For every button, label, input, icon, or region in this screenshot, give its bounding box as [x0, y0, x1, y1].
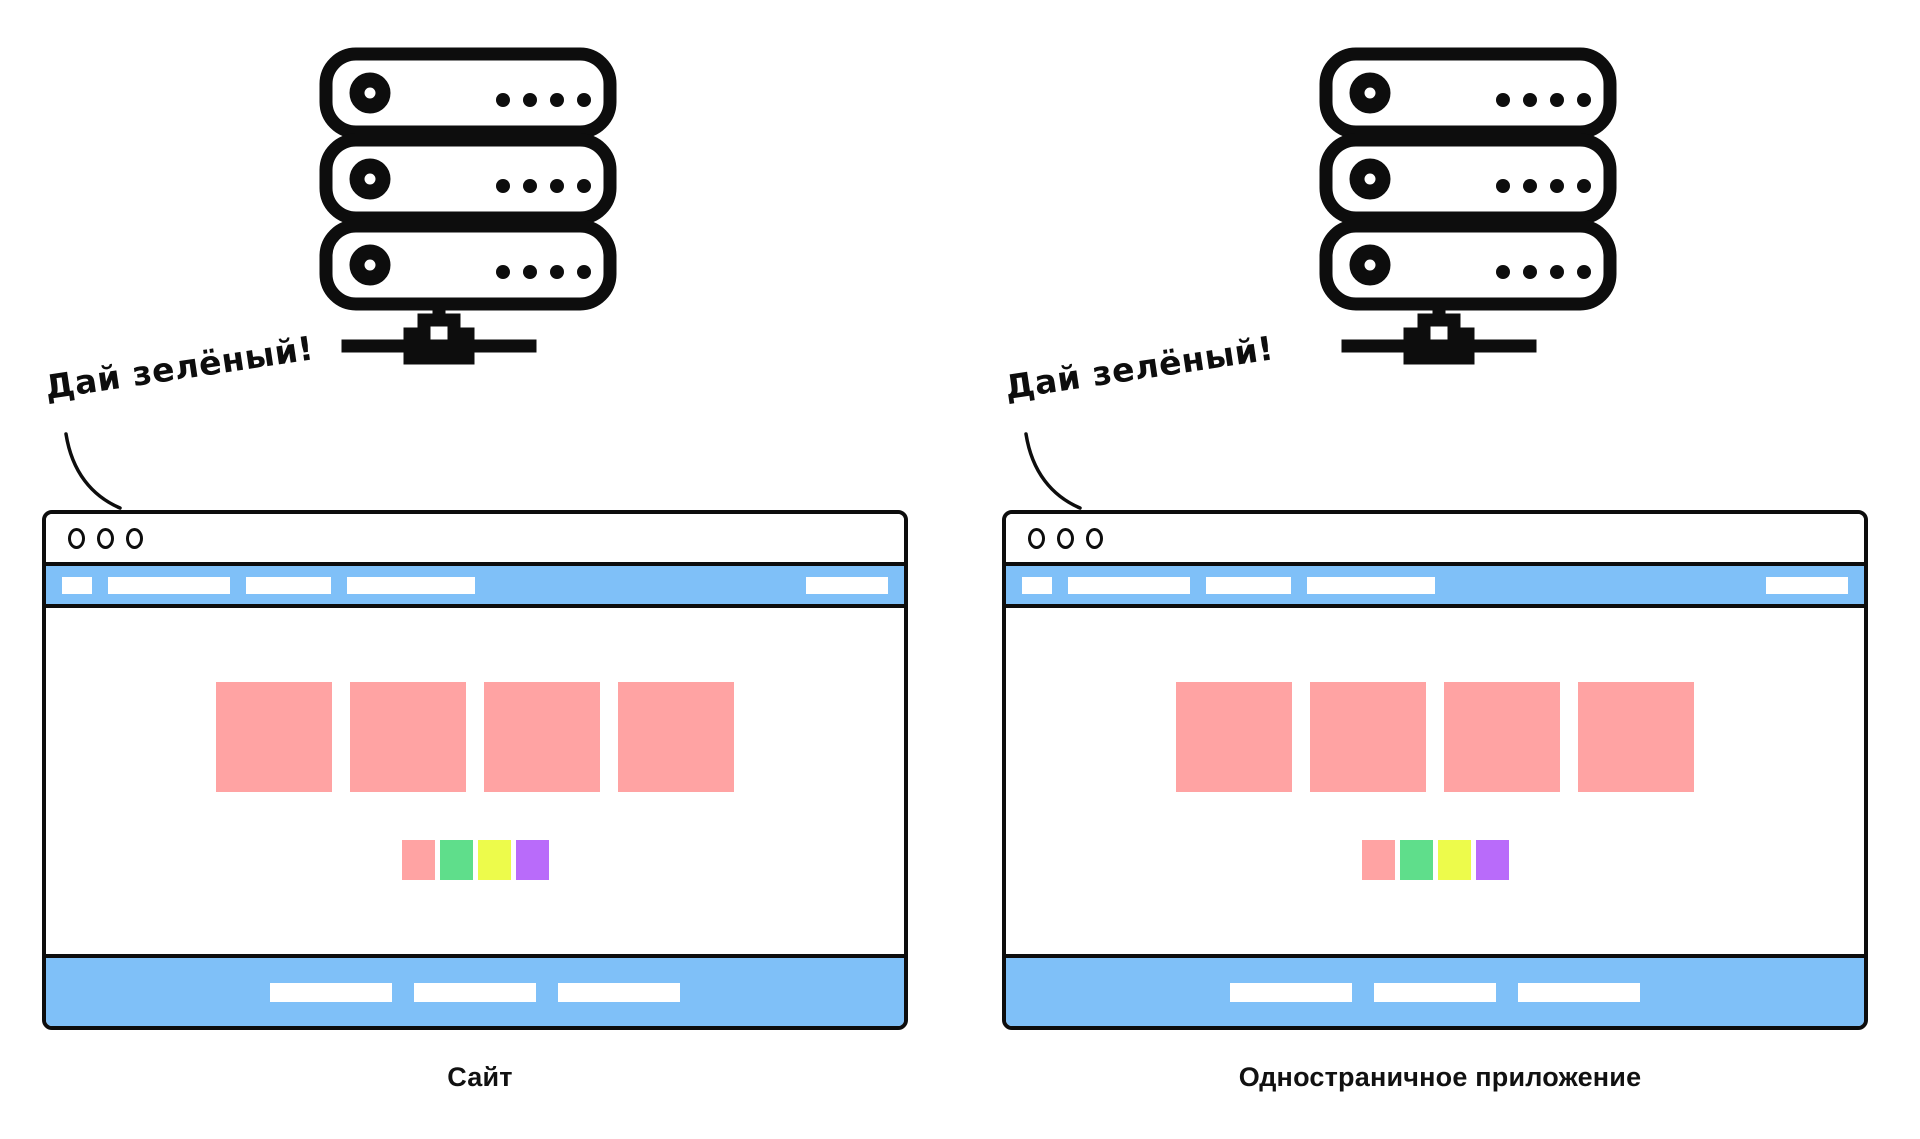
window-control-maximize-icon[interactable] [1086, 527, 1103, 549]
content-card-3 [1444, 682, 1560, 792]
content-card-2 [1310, 682, 1426, 792]
footer-link-3[interactable] [558, 982, 680, 1002]
site-navbar [46, 566, 904, 608]
nav-action[interactable] [1766, 576, 1848, 594]
panel-caption: Сайт [447, 1062, 513, 1092]
footer-link-1[interactable] [1230, 982, 1352, 1002]
site-navbar [1006, 566, 1864, 608]
browser-window[interactable] [1002, 510, 1868, 1030]
nav-link-3[interactable] [347, 576, 475, 594]
nav-link-2[interactable] [1206, 576, 1291, 594]
content-card-1 [216, 682, 332, 792]
content-card-1 [1176, 682, 1292, 792]
nav-link-1[interactable] [1068, 576, 1190, 594]
swatch-yellow[interactable] [1437, 840, 1471, 880]
nav-logo[interactable] [62, 576, 92, 594]
swatch-pink[interactable] [1361, 840, 1395, 880]
window-control-close-icon[interactable] [68, 527, 85, 549]
page-content [46, 608, 904, 954]
browser-titlebar [46, 514, 904, 566]
footer-link-3[interactable] [1518, 982, 1640, 1002]
server-rack-icon [1318, 46, 1618, 366]
nav-link-1[interactable] [108, 576, 230, 594]
page-content [1006, 608, 1864, 954]
panel-spa: Дай зелёный! [960, 0, 1920, 1139]
swatch-yellow[interactable] [477, 840, 511, 880]
content-card-row [216, 682, 734, 792]
content-card-2 [350, 682, 466, 792]
site-footer [46, 954, 904, 1026]
swatch-green[interactable] [439, 840, 473, 880]
window-control-close-icon[interactable] [1028, 527, 1045, 549]
swatch-purple[interactable] [515, 840, 549, 880]
server-rack-icon [318, 46, 618, 366]
footer-link-2[interactable] [1374, 982, 1496, 1002]
callout-text: Дай зелёный! [42, 328, 317, 407]
footer-link-2[interactable] [414, 982, 536, 1002]
nav-action[interactable] [806, 576, 888, 594]
panel-website: Дай зелёный! [42, 46, 908, 1092]
window-control-minimize-icon[interactable] [97, 527, 114, 549]
swatch-green[interactable] [1399, 840, 1433, 880]
nav-logo[interactable] [1022, 576, 1052, 594]
nav-link-2[interactable] [246, 576, 331, 594]
footer-link-1[interactable] [270, 982, 392, 1002]
swatch-pink[interactable] [401, 840, 435, 880]
browser-window[interactable] [42, 510, 908, 1030]
callout-text: Дай зелёный! [1002, 328, 1277, 407]
content-card-row [1176, 682, 1694, 792]
window-control-maximize-icon[interactable] [126, 527, 143, 549]
content-card-4 [618, 682, 734, 792]
window-control-minimize-icon[interactable] [1057, 527, 1074, 549]
panel-caption: Одностраничное приложение [1238, 1062, 1642, 1092]
content-card-3 [484, 682, 600, 792]
content-card-4 [1578, 682, 1694, 792]
browser-titlebar [1006, 514, 1864, 566]
swatch-purple[interactable] [1475, 840, 1509, 880]
color-swatch-row [1361, 840, 1509, 880]
color-swatch-row [401, 840, 549, 880]
site-footer [1006, 954, 1864, 1026]
nav-link-3[interactable] [1307, 576, 1435, 594]
